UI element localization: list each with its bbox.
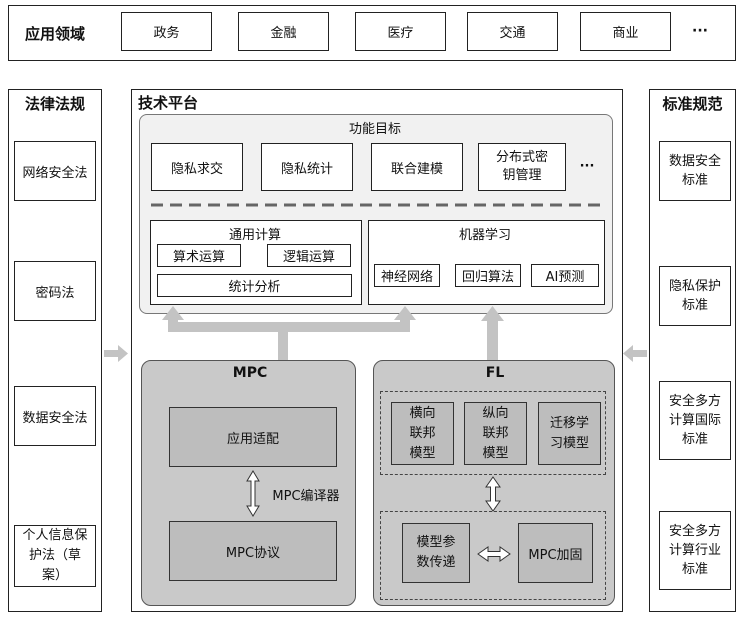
machine-learning-panel (368, 220, 605, 305)
law-cryptography: 密码法 (14, 261, 96, 321)
law-panel-title: 法律法规 (24, 94, 85, 113)
goal-private-set-intersection: 隐私求交 (151, 143, 243, 191)
fl-title: FL (485, 365, 505, 381)
fl-param-transfer: 模型参数传递 (402, 523, 470, 583)
mpc-compiler-label: MPC编译器 (272, 488, 340, 504)
op-logic: 逻辑运算 (267, 244, 351, 267)
mpc-title: MPC (232, 365, 268, 381)
law-data-security: 数据安全法 (14, 386, 96, 446)
left-side-arrow (104, 345, 128, 362)
ml-neural-network: 神经网络 (374, 264, 440, 287)
fl-param-hardening-double-arrow (477, 546, 511, 562)
right-side-arrow (623, 345, 647, 362)
ml-regression: 回归算法 (455, 264, 521, 287)
application-domain-title: 应用领域 (24, 24, 85, 43)
std-privacy: 隐私保护标准 (659, 266, 731, 326)
mpc-protocol: MPC协议 (169, 521, 337, 581)
domain-transport: 交通 (467, 12, 558, 51)
mpc-compiler-double-arrow (246, 470, 260, 517)
domain-finance: 金融 (238, 12, 329, 51)
goal-distributed-key-management: 分布式密钥管理 (478, 143, 566, 191)
domain-government: 政务 (121, 12, 212, 51)
law-personal-info: 个人信息保护法（草案） (14, 525, 96, 587)
fl-horizontal-model: 横向联邦模型 (391, 402, 454, 465)
ml-ai-prediction: AI预测 (531, 264, 599, 287)
function-goals-title: 功能目标 (348, 121, 401, 137)
op-statistics: 统计分析 (157, 274, 352, 297)
goal-private-statistics: 隐私统计 (261, 143, 353, 191)
fl-models-group (380, 391, 606, 475)
fl-transfer-model: 迁移学习模型 (538, 402, 601, 465)
machine-learning-title: 机器学习 (458, 227, 511, 243)
fl-mpc-hardening: MPC加固 (518, 523, 593, 583)
domain-more: ··· (692, 23, 708, 39)
std-data-security: 数据安全标准 (659, 141, 731, 201)
fl-groups-double-arrow (485, 476, 501, 512)
tech-platform-title: 技术平台 (138, 94, 199, 112)
mpc-fork-arrow (162, 306, 416, 360)
law-cybersecurity: 网络安全法 (14, 141, 96, 201)
std-mpc-industry: 安全多方计算行业标准 (659, 511, 731, 590)
fl-vertical-model: 纵向联邦模型 (464, 402, 527, 465)
std-mpc-international: 安全多方计算国际标准 (659, 381, 731, 460)
domain-commerce: 商业 (580, 12, 671, 51)
goal-joint-modeling: 联合建模 (371, 143, 463, 191)
mpc-app-adaptation: 应用适配 (169, 407, 337, 467)
goals-more: ··· (579, 158, 595, 174)
fl-up-arrow (481, 306, 504, 360)
domain-medical: 医疗 (355, 12, 446, 51)
general-computing-title: 通用计算 (228, 227, 281, 243)
op-arithmetic: 算术运算 (157, 244, 241, 267)
standards-panel-title: 标准规范 (662, 94, 723, 113)
